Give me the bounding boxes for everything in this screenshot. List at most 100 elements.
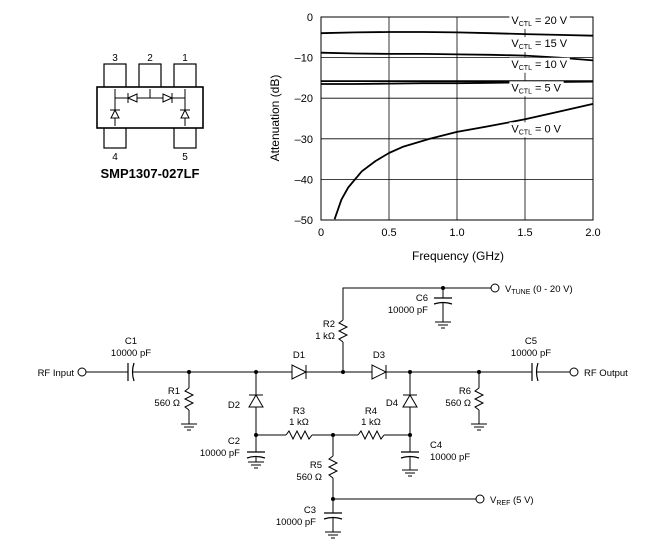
y-tick-label: –40	[295, 174, 313, 186]
c1-name: C1	[125, 336, 137, 347]
diode-d3-icon	[371, 364, 388, 380]
diode-d4-icon	[402, 394, 418, 408]
package-diode-right-icon	[162, 93, 174, 103]
ground-icon	[248, 461, 264, 469]
c2-name: C2	[228, 436, 240, 447]
capacitor-c4-icon	[400, 451, 420, 459]
c1-value: 10000 pF	[111, 348, 151, 359]
series-label-background	[509, 81, 564, 97]
pin-2-lead	[138, 63, 162, 90]
resistor-r5-icon	[327, 455, 339, 479]
r1-name: R1	[168, 386, 180, 397]
vtune-terminal	[490, 283, 500, 293]
pin-4-lead	[103, 125, 127, 149]
r2-value: 1 kΩ	[315, 331, 335, 342]
diode-d2-icon	[248, 394, 264, 408]
capacitor-c6-icon	[433, 297, 453, 305]
y-tick-label: –50	[295, 215, 313, 227]
part-number-label: SMP1307-027LF	[101, 166, 200, 181]
ground-icon	[435, 321, 451, 329]
r1-value: 560 Ω	[154, 398, 180, 409]
resistor-r4-icon	[357, 429, 385, 441]
r3-name: R3	[293, 406, 305, 417]
x-tick-label: 1.0	[449, 227, 464, 239]
r5-name: R5	[310, 460, 322, 471]
vref-terminal	[475, 494, 485, 504]
d4-name: D4	[386, 398, 398, 409]
c5-value: 10000 pF	[511, 348, 551, 359]
series-label: VCTL = 20 V	[511, 15, 567, 28]
pin-5-lead	[173, 125, 197, 149]
pin-number: 5	[182, 152, 188, 163]
x-tick-label: 0.5	[381, 227, 396, 239]
series-label: VCTL = 5 V	[511, 82, 561, 95]
resistor-r3-icon	[285, 429, 313, 441]
r2-name: R2	[323, 319, 335, 330]
attenuation-chart: 0 0.5 1.0 1.5 2.0 0 –10 –20 –30 –40 –50 VCTL = 20 …	[268, 12, 601, 263]
pin-1-lead	[173, 63, 197, 90]
c5-name: C5	[525, 336, 537, 347]
r4-name: R4	[365, 406, 377, 417]
chart-ticks: 0 0.5 1.0 1.5 2.0 0 –10 –20 –30 –40 –50	[295, 12, 601, 239]
d2-name: D2	[228, 400, 240, 411]
pin-number: 1	[182, 53, 188, 64]
package-diode-pin5-icon	[180, 108, 190, 119]
junction-dot	[187, 370, 191, 374]
series-label-background	[509, 37, 570, 53]
resistor-r2-icon	[337, 319, 349, 343]
y-tick-label: –10	[295, 53, 313, 65]
pin-3-lead	[103, 63, 127, 90]
r4-value: 1 kΩ	[361, 417, 381, 428]
x-tick-label: 1.5	[517, 227, 532, 239]
ground-icon	[402, 469, 418, 477]
rf-output-terminal	[569, 367, 579, 377]
y-tick-label: –20	[295, 93, 313, 105]
y-tick-label: –30	[295, 134, 313, 146]
series-label-background	[509, 13, 570, 29]
c3-value: 10000 pF	[276, 517, 316, 528]
junction-dot	[254, 370, 258, 374]
series-line	[320, 51, 594, 62]
rf-input-terminal	[77, 367, 87, 377]
ground-icon	[325, 531, 341, 539]
package-diagram: 3 2 1 4 5 SMP1307-027LF	[96, 53, 204, 181]
ground-icon	[471, 423, 487, 431]
y-tick-label: 0	[307, 12, 313, 24]
pin-number: 2	[147, 53, 153, 64]
pin-number: 3	[112, 53, 118, 64]
r6-value: 560 Ω	[445, 398, 471, 409]
c6-name: C6	[416, 293, 428, 304]
resistor-r1-icon	[183, 387, 195, 411]
c4-value: 10000 pF	[430, 452, 470, 463]
d3-name: D3	[373, 350, 385, 361]
junction-dot	[408, 433, 412, 437]
package-diode-pin4-icon	[110, 108, 120, 119]
capacitor-c3-icon	[323, 512, 343, 520]
c2-value: 10000 pF	[200, 448, 240, 459]
c4-name: C4	[430, 440, 442, 451]
schematic: RF Input C1 10000 pF R1 560 Ω D2 C2 100	[38, 283, 628, 539]
x-axis-title: Frequency (GHz)	[412, 249, 504, 263]
series-label-background	[509, 57, 570, 73]
capacitor-c5-icon	[531, 362, 539, 382]
series-line	[320, 31, 594, 37]
plot-frame	[320, 16, 594, 221]
x-tick-label: 2.0	[585, 227, 600, 239]
rf-output-label: RF Output	[584, 368, 628, 379]
series-label: VCTL = 0 V	[511, 123, 561, 136]
pin-number: 4	[112, 152, 118, 163]
r6-name: R6	[459, 386, 471, 397]
capacitor-c2-icon	[246, 451, 266, 459]
series-label-background	[509, 122, 564, 138]
c3-name: C3	[304, 505, 316, 516]
series-label: VCTL = 15 V	[511, 38, 567, 51]
x-tick-label: 0	[318, 227, 324, 239]
series-line	[333, 103, 594, 220]
r3-value: 1 kΩ	[289, 417, 309, 428]
vref-label: VREF (5 V)	[490, 495, 534, 507]
resistor-r6-icon	[473, 387, 485, 411]
c6-value: 10000 pF	[388, 305, 428, 316]
junction-dot	[254, 433, 258, 437]
